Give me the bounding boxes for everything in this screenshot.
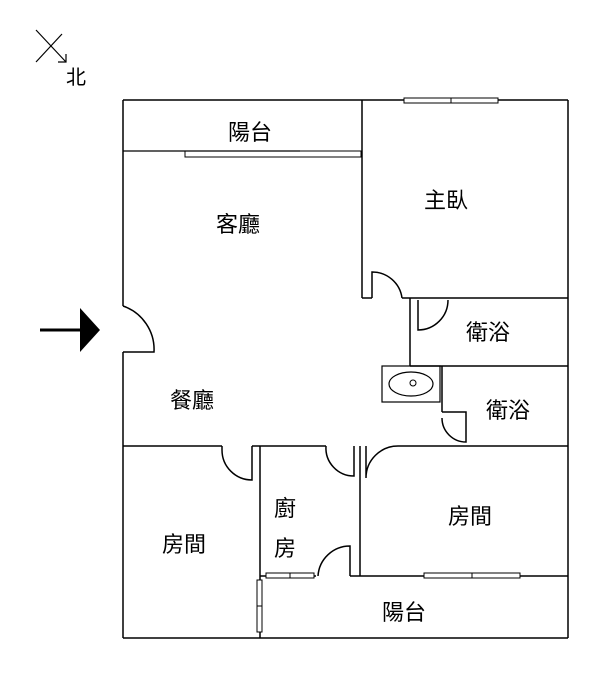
room-label-bathroom-1: 衛浴 (466, 321, 510, 346)
compass: 北 (35, 29, 86, 89)
windows (123, 97, 521, 633)
entry-arrow (40, 308, 100, 352)
doors (122, 271, 467, 577)
room-label-master-bedroom: 主臥 (424, 189, 468, 214)
room-label-bedroom-left: 房間 (162, 533, 206, 558)
room-label-kitchen-line1: 廚 (274, 497, 296, 522)
door-kitchen-balcony (317, 545, 351, 577)
bathroom-sink (381, 365, 441, 403)
room-label-kitchen-line2: 房 (274, 537, 296, 562)
compass-diagonal (35, 33, 63, 63)
door-bedroom-right (365, 445, 399, 479)
room-label-dining-room: 餐廳 (170, 389, 214, 414)
door-bathroom-1 (417, 299, 449, 331)
room-label-balcony-bottom: 陽台 (382, 601, 426, 626)
door-bathroom-2 (441, 411, 467, 443)
room-label-balcony-top: 陽台 (228, 121, 272, 146)
door-entry (122, 305, 155, 353)
compass-label: 北 (66, 65, 86, 89)
sliding-door-top-balcony (184, 150, 362, 158)
door-master-bedroom (371, 271, 403, 299)
room-label-bathroom-2: 衛浴 (486, 399, 530, 424)
compass-arrowhead (58, 54, 67, 63)
interior-walls (123, 100, 568, 638)
door-bedroom-left (221, 446, 253, 481)
room-label-bedroom-right: 房間 (448, 505, 492, 530)
door-kitchen (325, 445, 355, 477)
room-label-living-room: 客廳 (216, 213, 260, 238)
